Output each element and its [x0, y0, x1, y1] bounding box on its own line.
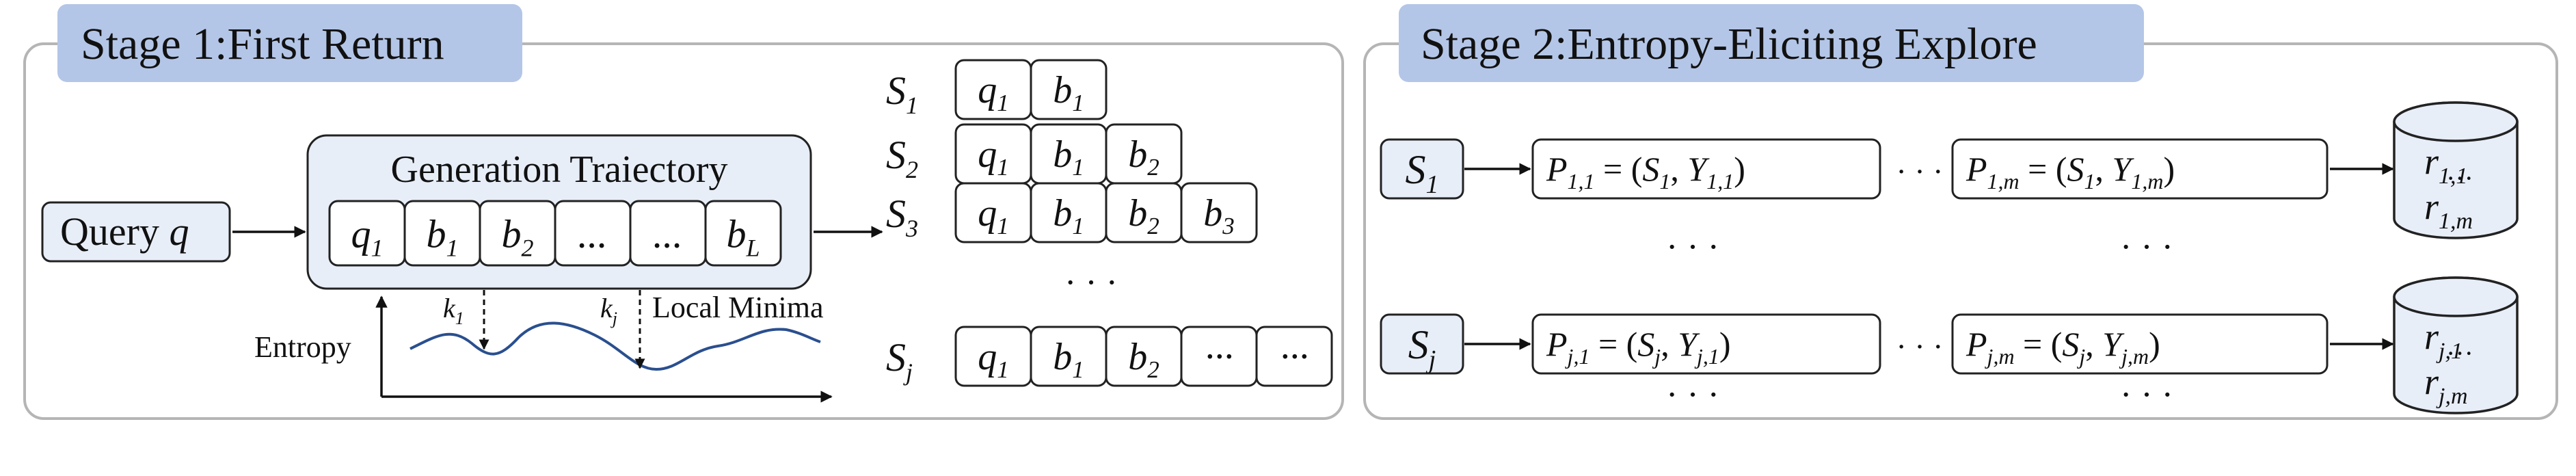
prefix-token: ···: [1255, 326, 1333, 387]
svg-text:b3: b3: [1203, 192, 1235, 239]
svg-text:r1,m: r1,m: [2424, 186, 2473, 234]
prefix-label: S2: [886, 133, 918, 183]
stage2-vdots-right: · · ·: [2120, 228, 2173, 267]
prefix-token: q1: [954, 326, 1032, 387]
svg-text:Pj,1 = (Sj, Yj,1): Pj,1 = (Sj, Yj,1): [1546, 325, 1731, 369]
svg-text:q1: q1: [978, 69, 1009, 116]
state-box: Sj: [1380, 313, 1464, 375]
svg-text:q1: q1: [978, 336, 1009, 383]
svg-text:rj,1: rj,1: [2424, 316, 2463, 364]
prefix-token: q1: [954, 123, 1032, 185]
svg-text:···: ···: [2446, 163, 2473, 194]
prefix-token: b1: [1030, 326, 1108, 387]
prefix-row-4: Sj q1 b1 b2 ··· ···: [886, 326, 1333, 387]
prefix-token: q1: [954, 59, 1032, 120]
p-hdots: · · ·: [1896, 329, 1944, 364]
svg-text:...: ...: [653, 212, 683, 256]
prefix-label: S3: [886, 191, 918, 242]
reward-cylinder: rj,1···rj,m: [2393, 276, 2519, 414]
kj-label: kj: [600, 293, 617, 328]
stage1-panel: Stage 1:First Return Query q Generation …: [23, 4, 1344, 420]
p-hdots: · · ·: [1896, 154, 1944, 189]
svg-text:b2: b2: [1128, 133, 1159, 181]
entropy-label: Entropy: [254, 330, 351, 364]
svg-text:Pj,m = (Sj, Yj,m): Pj,m = (Sj, Yj,m): [1965, 325, 2160, 369]
generation-token-3: b2: [479, 200, 556, 267]
prefix-row-2: S2 q1 b1 b2: [886, 123, 1183, 185]
prefix-token: b2: [1105, 123, 1183, 185]
prefix-token: b1: [1030, 59, 1108, 120]
generation-token-6: bL: [704, 200, 782, 267]
stage2-vdots-bottom-left: · · ·: [1666, 375, 1719, 414]
svg-text:b1: b1: [1053, 69, 1084, 116]
generation-token-5: ...: [629, 200, 707, 267]
p-box-last: P1,m = (S1, Y1,m): [1951, 138, 2329, 200]
query-box: Query q: [41, 201, 231, 263]
stage2-panel: Stage 2:Entropy-Eliciting Explore S1 P1,1…: [1363, 4, 2558, 420]
svg-text:b2: b2: [1128, 336, 1159, 383]
stage2-rows: S1 P1,1 = (S1, Y1,1) · · · P1,m = (S1, Y1,m…: [1380, 101, 2519, 414]
prefix-token: q1: [954, 182, 1032, 243]
prefix-label: S1: [886, 68, 918, 119]
generation-token-4: ...: [554, 200, 632, 267]
local-minima-label: Local Minima: [652, 291, 824, 324]
svg-text:q1: q1: [978, 192, 1009, 239]
prefix-token: b2: [1105, 326, 1183, 387]
svg-text:···: ···: [2446, 338, 2473, 369]
prefix-token: b3: [1180, 182, 1258, 243]
svg-text:b1: b1: [1053, 192, 1084, 239]
svg-text:bL: bL: [726, 212, 760, 262]
generation-token-row: q1 b1 b2...... bL: [328, 200, 782, 267]
svg-text:P1,m = (S1, Y1,m): P1,m = (S1, Y1,m): [1965, 150, 2175, 194]
stage2-vdots-bottom-right: · · ·: [2120, 375, 2173, 414]
svg-text:b2: b2: [502, 212, 534, 262]
k1-label: k1: [443, 293, 464, 328]
prefix-row-1: S1 q1 b1: [886, 59, 1108, 120]
svg-text:b1: b1: [427, 212, 459, 262]
stage2-row-1: S1 P1,1 = (S1, Y1,1) · · · P1,m = (S1, Y1,m…: [1380, 101, 2519, 239]
svg-text:···: ···: [1205, 336, 1233, 378]
stage1-title-box: [57, 4, 522, 82]
prefix-token: ···: [1180, 326, 1258, 387]
svg-text:P1,1 = (S1, Y1,1): P1,1 = (S1, Y1,1): [1546, 150, 1745, 194]
svg-text:b1: b1: [1053, 133, 1084, 181]
stage1-title: Stage 1:First Return: [81, 19, 444, 69]
p-box-last: Pj,m = (Sj, Yj,m): [1951, 313, 2329, 375]
svg-text:rj,m: rj,m: [2424, 361, 2468, 409]
state-box: S1: [1380, 138, 1464, 200]
generation-trajectory-title: Generation Traiectory: [391, 148, 728, 191]
svg-text:S1: S1: [1406, 147, 1439, 199]
prefix-token: b1: [1030, 182, 1108, 243]
entropy-curve: [410, 321, 821, 371]
prefix-label: Sj: [886, 335, 913, 386]
svg-text:...: ...: [578, 212, 608, 256]
generation-token-2: b1: [403, 200, 481, 267]
stage2-row-2: Sj Pj,1 = (Sj, Yj,1) · · · Pj,m = (Sj, Yj,m…: [1380, 276, 2519, 414]
svg-text:r1,1: r1,1: [2424, 141, 2468, 189]
svg-text:Sj: Sj: [1408, 322, 1436, 374]
stage1-vertical-dots: · · ·: [1064, 263, 1118, 302]
reward-cylinder: r1,1···r1,m: [2393, 101, 2519, 239]
svg-text:b2: b2: [1128, 192, 1159, 239]
generation-token-1: q1: [328, 200, 406, 267]
stage2-title: Stage 2:Entropy-Eliciting Explore: [1421, 19, 2037, 69]
generation-trajectory-box: Generation Traiectory q1 b1 b2...... bL: [306, 134, 812, 290]
stage2-title-box: [1399, 4, 2144, 82]
svg-text:Query q: Query q: [60, 209, 189, 254]
svg-text:···: ···: [1280, 336, 1309, 378]
entropy-axes: Entropy k1 kj Local Minima: [254, 290, 833, 403]
prefix-row-3: S3 q1 b1 b2 b3: [886, 182, 1258, 243]
prefix-token: b2: [1105, 182, 1183, 243]
p-box-first: Pj,1 = (Sj, Yj,1): [1531, 313, 1881, 375]
stage2-vdots-left: · · ·: [1666, 228, 1719, 267]
prefix-token: b1: [1030, 123, 1108, 185]
svg-text:q1: q1: [978, 133, 1009, 181]
svg-text:q1: q1: [351, 212, 384, 262]
p-box-first: P1,1 = (S1, Y1,1): [1531, 138, 1881, 200]
svg-text:b1: b1: [1053, 336, 1084, 383]
